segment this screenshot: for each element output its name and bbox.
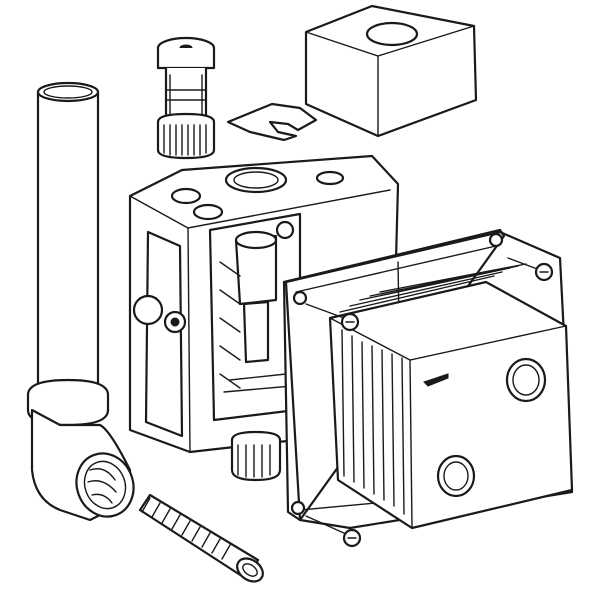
screw xyxy=(305,303,360,332)
corrugated-hose xyxy=(138,493,264,583)
geberit-logo xyxy=(423,373,449,387)
protective-cover-box xyxy=(328,263,574,530)
drain-pipe-with-elbow xyxy=(26,81,135,522)
screw xyxy=(507,257,554,282)
valve-cartridge xyxy=(156,36,216,160)
retaining-clip xyxy=(226,102,318,142)
screw xyxy=(305,515,362,548)
foam-protection-block xyxy=(304,4,478,138)
